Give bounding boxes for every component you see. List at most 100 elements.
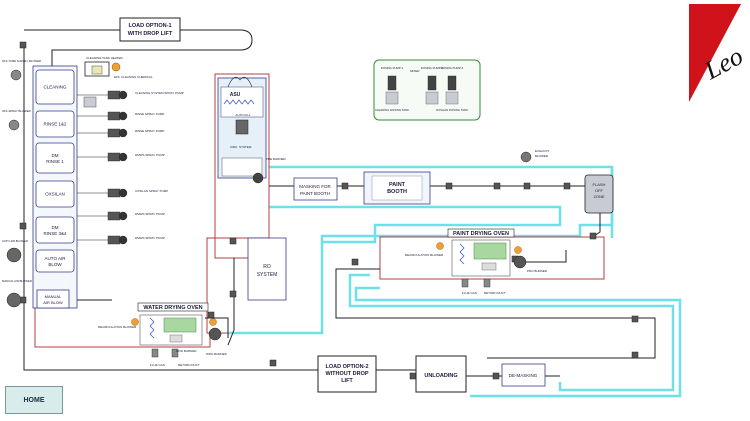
wdo-recirc-label: RECIRCULATION BLOWER bbox=[98, 325, 137, 329]
home-button[interactable]: HOME bbox=[5, 386, 63, 414]
pump-label: DMWS SPRAY PUMP bbox=[135, 236, 165, 240]
dosing-mixer-label: MIXER bbox=[410, 69, 420, 73]
asu-title: ASU bbox=[230, 92, 241, 98]
flash-off-line3: ZONE bbox=[593, 194, 604, 199]
wdo-burner-label: WDO BURNER bbox=[206, 352, 228, 356]
paint-booth-line2: BOOTH bbox=[387, 189, 407, 195]
left-blowers[interactable]: OFF-TUBE SURVEY BLOWER OFF-SPRAY BLOWER … bbox=[2, 59, 41, 308]
spray-pump-3[interactable]: RINSE SPRAY PUMP bbox=[77, 128, 164, 138]
exhaust-blower[interactable]: EXHAUST BLOWER bbox=[520, 149, 549, 163]
flash-off-line2: OFF bbox=[595, 188, 604, 193]
pump-label: OXSILAN SPRAY PUMP bbox=[135, 189, 168, 193]
left-blower-label-3: AUTO AIR BLOWER bbox=[2, 239, 28, 243]
dosing-pump-label: DOSING PUMP-1 bbox=[381, 66, 404, 70]
ro-system-line1: RO bbox=[263, 264, 271, 270]
pump-label: DMWS SPRAY PUMP bbox=[135, 153, 165, 157]
stage-label-line1: AUTO AIR bbox=[45, 256, 67, 261]
dosing-pump-label: DOSING PUMP-2 bbox=[421, 66, 444, 70]
load-option-2-line2: WITHOUT DROP bbox=[325, 371, 368, 377]
load-option-2-line1: LOAD OPTION-2 bbox=[325, 364, 368, 370]
water-drying-oven[interactable]: WATER DRYING OVEN RECIRCULATION BLOWER M… bbox=[98, 302, 228, 367]
wdo-box-label: MOD BURNER bbox=[176, 349, 197, 353]
masking-for-paint-booth[interactable]: MASKING FOR PAINT BOOTH bbox=[293, 177, 338, 201]
chemical-tank[interactable]: EFF. CLEANING CHEMICAL bbox=[83, 75, 153, 108]
manual-air-blow-line1: MANUAL bbox=[45, 294, 62, 299]
heater-label: CLEANING TANK HEATER bbox=[86, 56, 124, 60]
exhaust-blower-line2: BLOWER bbox=[535, 154, 549, 158]
pretreatment-stage-4[interactable]: OXSILAN bbox=[35, 180, 75, 208]
pdo-title: PAINT DRYING OVEN bbox=[453, 231, 509, 237]
load-option-1[interactable]: LOAD OPTION-1 WITH DROP LIFT bbox=[119, 17, 181, 42]
pump-icon bbox=[118, 211, 128, 221]
de-masking[interactable]: DE-MASKING bbox=[501, 363, 546, 387]
exhaust-blower-icon bbox=[520, 151, 532, 163]
spray-pump-2[interactable]: RINSE SPRAY PUMP bbox=[77, 111, 164, 121]
load-option-1-line1: LOAD OPTION-1 bbox=[128, 23, 171, 29]
dosing-tank-label: OXSILAN DOSING TANK bbox=[436, 108, 468, 112]
pdo-flue-label: FLUE GAS bbox=[462, 291, 477, 295]
asu-sub2: CIRC. SYSTEM bbox=[230, 145, 252, 149]
chemical-label: EFF. CLEANING CHEMICAL bbox=[114, 75, 153, 79]
pump-icon bbox=[118, 128, 128, 138]
load-option-1-line2: WITH DROP LIFT bbox=[128, 31, 173, 37]
line-nodes bbox=[19, 41, 639, 380]
left-blower-label-1: OFF-TUBE SURVEY BLOWER bbox=[2, 59, 41, 63]
wdo-title: WATER DRYING OVEN bbox=[143, 305, 202, 311]
pump-label: RINSE SPRAY PUMP bbox=[135, 112, 164, 116]
stage-label-line2: RINSE 3&4 bbox=[43, 231, 67, 236]
load-option-2[interactable]: LOAD OPTION-2 WITHOUT DROP LIFT bbox=[317, 355, 377, 393]
unloading[interactable]: UNLOADING bbox=[415, 355, 467, 393]
spray-pump-7[interactable]: DMWS SPRAY PUMP bbox=[77, 235, 165, 245]
stage-label-line1: RINSE 1&2 bbox=[43, 122, 67, 127]
spray-pump-1[interactable]: CLEANING SYSTEM SPRAY PUMP bbox=[77, 90, 184, 100]
left-blower-label-4: MANUAL AIR BLOWER bbox=[2, 279, 32, 283]
dosing-unit-2[interactable]: DOSING PUMP-2 bbox=[421, 66, 444, 105]
ro-system[interactable]: RO SYSTEM bbox=[247, 237, 287, 301]
wdo-burner-icon bbox=[208, 327, 222, 341]
dosing-tank-label: CLEANING DOSING TANK bbox=[375, 108, 409, 112]
flash-off-line1: FLASH bbox=[593, 182, 606, 187]
spray-pump-5[interactable]: OXSILAN SPRAY PUMP bbox=[77, 188, 168, 198]
wdo-flue-label: FLUE GAS bbox=[150, 363, 165, 367]
pump-label: RINSE SPRAY PUMP bbox=[135, 129, 164, 133]
pump-label: CLEANING SYSTEM SPRAY PUMP bbox=[135, 91, 184, 95]
stage-label-line1: DM bbox=[52, 153, 59, 158]
exhaust-blower-line1: EXHAUST bbox=[535, 149, 549, 153]
flash-off-zone[interactable]: FLASH OFF ZONE bbox=[584, 174, 614, 214]
asu-sub1: AUTO FILL bbox=[235, 113, 250, 117]
spray-pump-6[interactable]: DMWS SPRAY PUMP bbox=[77, 211, 165, 221]
wdo-status-icon bbox=[131, 318, 139, 326]
wdo-return-label: RETURN DUCT bbox=[178, 363, 200, 367]
paint-booth[interactable]: PAINT BOOTH bbox=[363, 171, 431, 205]
masking-line2: PAINT BOOTH bbox=[300, 191, 330, 196]
stage-label-line2: RINSE 1 bbox=[46, 159, 64, 164]
dosing-pump-label: DOSING PUMP-3 bbox=[441, 66, 464, 70]
leo-logo: Leo bbox=[689, 4, 748, 102]
manual-air-blow[interactable]: MANUAL AIR BLOW bbox=[36, 289, 70, 309]
manual-air-blow-line2: AIR BLOW bbox=[43, 300, 63, 305]
pretreatment-stage-2[interactable]: RINSE 1&2 bbox=[35, 110, 75, 138]
cleaning-tank-heater[interactable]: CLEANING TANK HEATER bbox=[84, 56, 124, 77]
paint-booth-line1: PAINT bbox=[389, 182, 406, 188]
stage-label-line1: DM bbox=[52, 225, 59, 230]
spray-pump-4[interactable]: DMWS SPRAY PUMP bbox=[77, 152, 165, 162]
pump-icon bbox=[118, 152, 128, 162]
pump-icon bbox=[118, 188, 128, 198]
heater-status-icon bbox=[111, 62, 121, 72]
masking-line1: MASKING FOR bbox=[299, 184, 331, 189]
ro-system-line2: SYSTEM bbox=[257, 272, 278, 278]
asu-burner-label: PRE BURNER bbox=[266, 157, 287, 161]
asu-unit[interactable]: ASU AUTO FILL CIRC. SYSTEM PRE BURNER bbox=[217, 76, 287, 184]
paint-drying-oven[interactable]: PAINT DRYING OVEN RECIRCULATION BLOWER P… bbox=[405, 228, 548, 295]
pdo-return-label: RETURN DUCT bbox=[484, 291, 506, 295]
pdo-burner-label: PDO BURNER bbox=[527, 269, 548, 273]
pretreatment-stage-1[interactable]: CLEANING bbox=[35, 69, 75, 105]
pump-icon bbox=[118, 111, 128, 121]
